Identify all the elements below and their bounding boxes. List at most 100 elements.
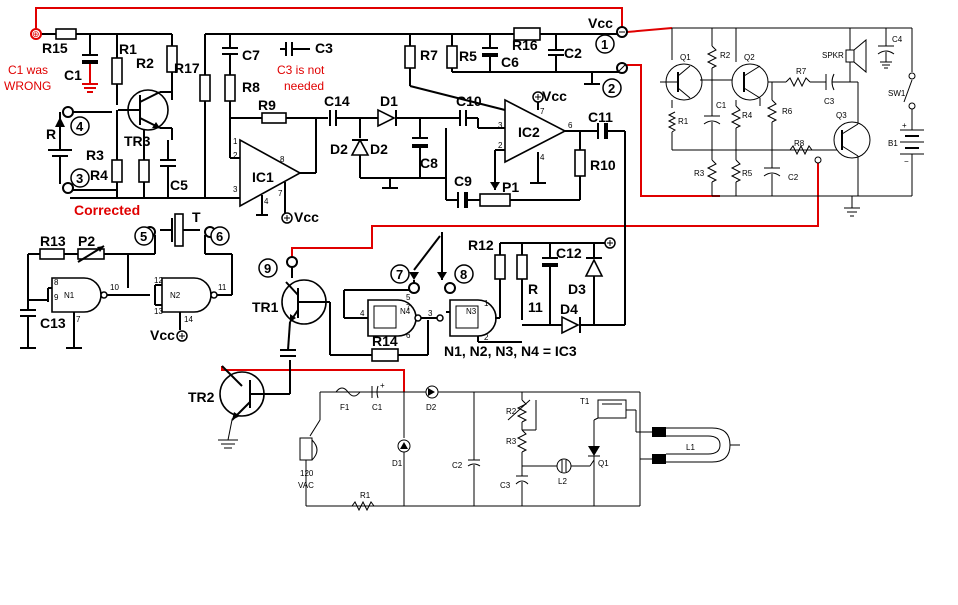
label-r-sensor: R	[46, 126, 56, 142]
svg-text:9: 9	[54, 293, 59, 302]
alarm-circuit-labels: Q1 R2 Q2 R7 SPKR C4 SW1 C1 R4 R6 C3 Q3 R…	[678, 35, 909, 182]
label-r12: R12	[468, 237, 494, 253]
label-d2b: D2	[370, 141, 388, 157]
label-d4: D4	[560, 301, 578, 317]
label-r11a: R	[528, 281, 538, 297]
svg-text:6: 6	[406, 331, 411, 340]
label-n3: N3	[466, 307, 477, 316]
flash-circuit-labels: F1 C1 D2 R2 T1 R3 D1 C2 L2 Q1 C3 L1 R1 1…	[298, 381, 695, 500]
label-d3: D3	[568, 281, 586, 297]
label-ic2: IC2	[518, 124, 540, 140]
label-vcc-ic1: Vcc	[294, 209, 319, 225]
svg-text:F1: F1	[340, 403, 350, 412]
svg-text:R1: R1	[678, 117, 689, 126]
label-r10: R10	[590, 157, 616, 173]
svg-text:D2: D2	[426, 403, 437, 412]
svg-text:120: 120	[300, 469, 314, 478]
label-vcc-n2: Vcc	[150, 327, 175, 343]
note-c3-2: needed	[284, 79, 324, 93]
label-c5: C5	[170, 177, 188, 193]
node-6: 6	[216, 229, 223, 244]
svg-text:8: 8	[54, 278, 59, 287]
component-labels: R15 C1 R1 R2 R17 C7 C3 R7 R5 R16 C6 C2 V…	[40, 15, 616, 405]
label-t: T	[192, 209, 201, 225]
svg-text:⊕: ⊕	[32, 29, 40, 39]
node-2: 2	[608, 81, 615, 96]
label-n2: N2	[170, 291, 181, 300]
svg-text:R2: R2	[720, 51, 731, 60]
svg-text:Q1: Q1	[680, 53, 691, 62]
label-c13: C13	[40, 315, 66, 331]
label-r16: R16	[512, 37, 538, 53]
svg-text:3: 3	[233, 185, 238, 194]
correction-notes: C1 was WRONG C3 is not needed Corrected	[4, 63, 325, 218]
label-p2: P2	[78, 233, 95, 249]
input-stage: ⊕	[30, 28, 240, 199]
ic1-stage	[205, 33, 505, 224]
svg-text:C2: C2	[788, 173, 799, 182]
svg-text:Q3: Q3	[836, 111, 847, 120]
svg-text:7: 7	[278, 189, 283, 198]
label-ic1: IC1	[252, 169, 274, 185]
svg-text:11: 11	[218, 283, 227, 292]
svg-text:+: +	[380, 381, 385, 390]
svg-text:4: 4	[264, 197, 269, 206]
label-tr3: TR3	[124, 133, 151, 149]
node-3: 3	[76, 171, 83, 186]
ic2-stage	[404, 26, 628, 325]
label-r1: R1	[119, 41, 137, 57]
node-1: 1	[601, 37, 608, 52]
vcc-terminal-left	[30, 28, 42, 40]
svg-text:C3: C3	[500, 481, 511, 490]
label-c2: C2	[564, 45, 582, 61]
label-ic3-note: N1, N2, N3, N4 = IC3	[444, 343, 577, 359]
svg-text:R7: R7	[796, 67, 807, 76]
oscillator-n1-n2	[20, 213, 233, 349]
note-corrected: Corrected	[74, 202, 140, 218]
node-9: 9	[264, 261, 271, 276]
svg-text:1: 1	[484, 299, 489, 308]
svg-text:SW1: SW1	[888, 89, 906, 98]
tr2-stage	[218, 360, 291, 449]
label-n1: N1	[64, 291, 75, 300]
svg-text:Q2: Q2	[744, 53, 755, 62]
svg-text:4: 4	[360, 309, 365, 318]
svg-text:13: 13	[154, 307, 163, 316]
svg-text:+: +	[902, 121, 907, 130]
svg-text:T1: T1	[580, 397, 590, 406]
label-r4: R4	[90, 167, 108, 183]
label-tr2: TR2	[188, 389, 215, 405]
label-r13: R13	[40, 233, 66, 249]
svg-text:R6: R6	[782, 107, 793, 116]
label-c10: C10	[456, 93, 482, 109]
label-r11b: 11	[528, 299, 543, 315]
svg-text:3: 3	[428, 309, 433, 318]
label-r17: R17	[174, 60, 200, 76]
svg-text:7: 7	[76, 315, 81, 324]
svg-text:C3: C3	[824, 97, 835, 106]
label-r2: R2	[136, 55, 154, 71]
alarm-circuit	[660, 27, 924, 217]
label-vcc-top: Vcc	[588, 15, 613, 31]
label-d1: D1	[380, 93, 398, 109]
svg-text:R8: R8	[794, 139, 805, 148]
label-vcc-ic2: Vcc	[542, 88, 567, 104]
svg-text:2: 2	[484, 333, 489, 342]
label-r14: R14	[372, 333, 398, 349]
svg-text:7: 7	[406, 303, 411, 312]
label-tr1: TR1	[252, 299, 279, 315]
svg-text:L1: L1	[686, 443, 695, 452]
svg-text:D1: D1	[392, 459, 403, 468]
label-d2a: D2	[330, 141, 348, 157]
n1-gate	[51, 277, 102, 313]
node-markers: 1 2 3 4 5 6 7 8 9	[70, 34, 622, 284]
label-c6: C6	[501, 54, 519, 70]
label-c9: C9	[454, 173, 472, 189]
label-n4: N4	[400, 307, 411, 316]
correction-wires	[35, 7, 819, 392]
label-r5: R5	[459, 48, 477, 64]
label-c7: C7	[242, 47, 260, 63]
svg-text:SPKR: SPKR	[822, 51, 844, 60]
